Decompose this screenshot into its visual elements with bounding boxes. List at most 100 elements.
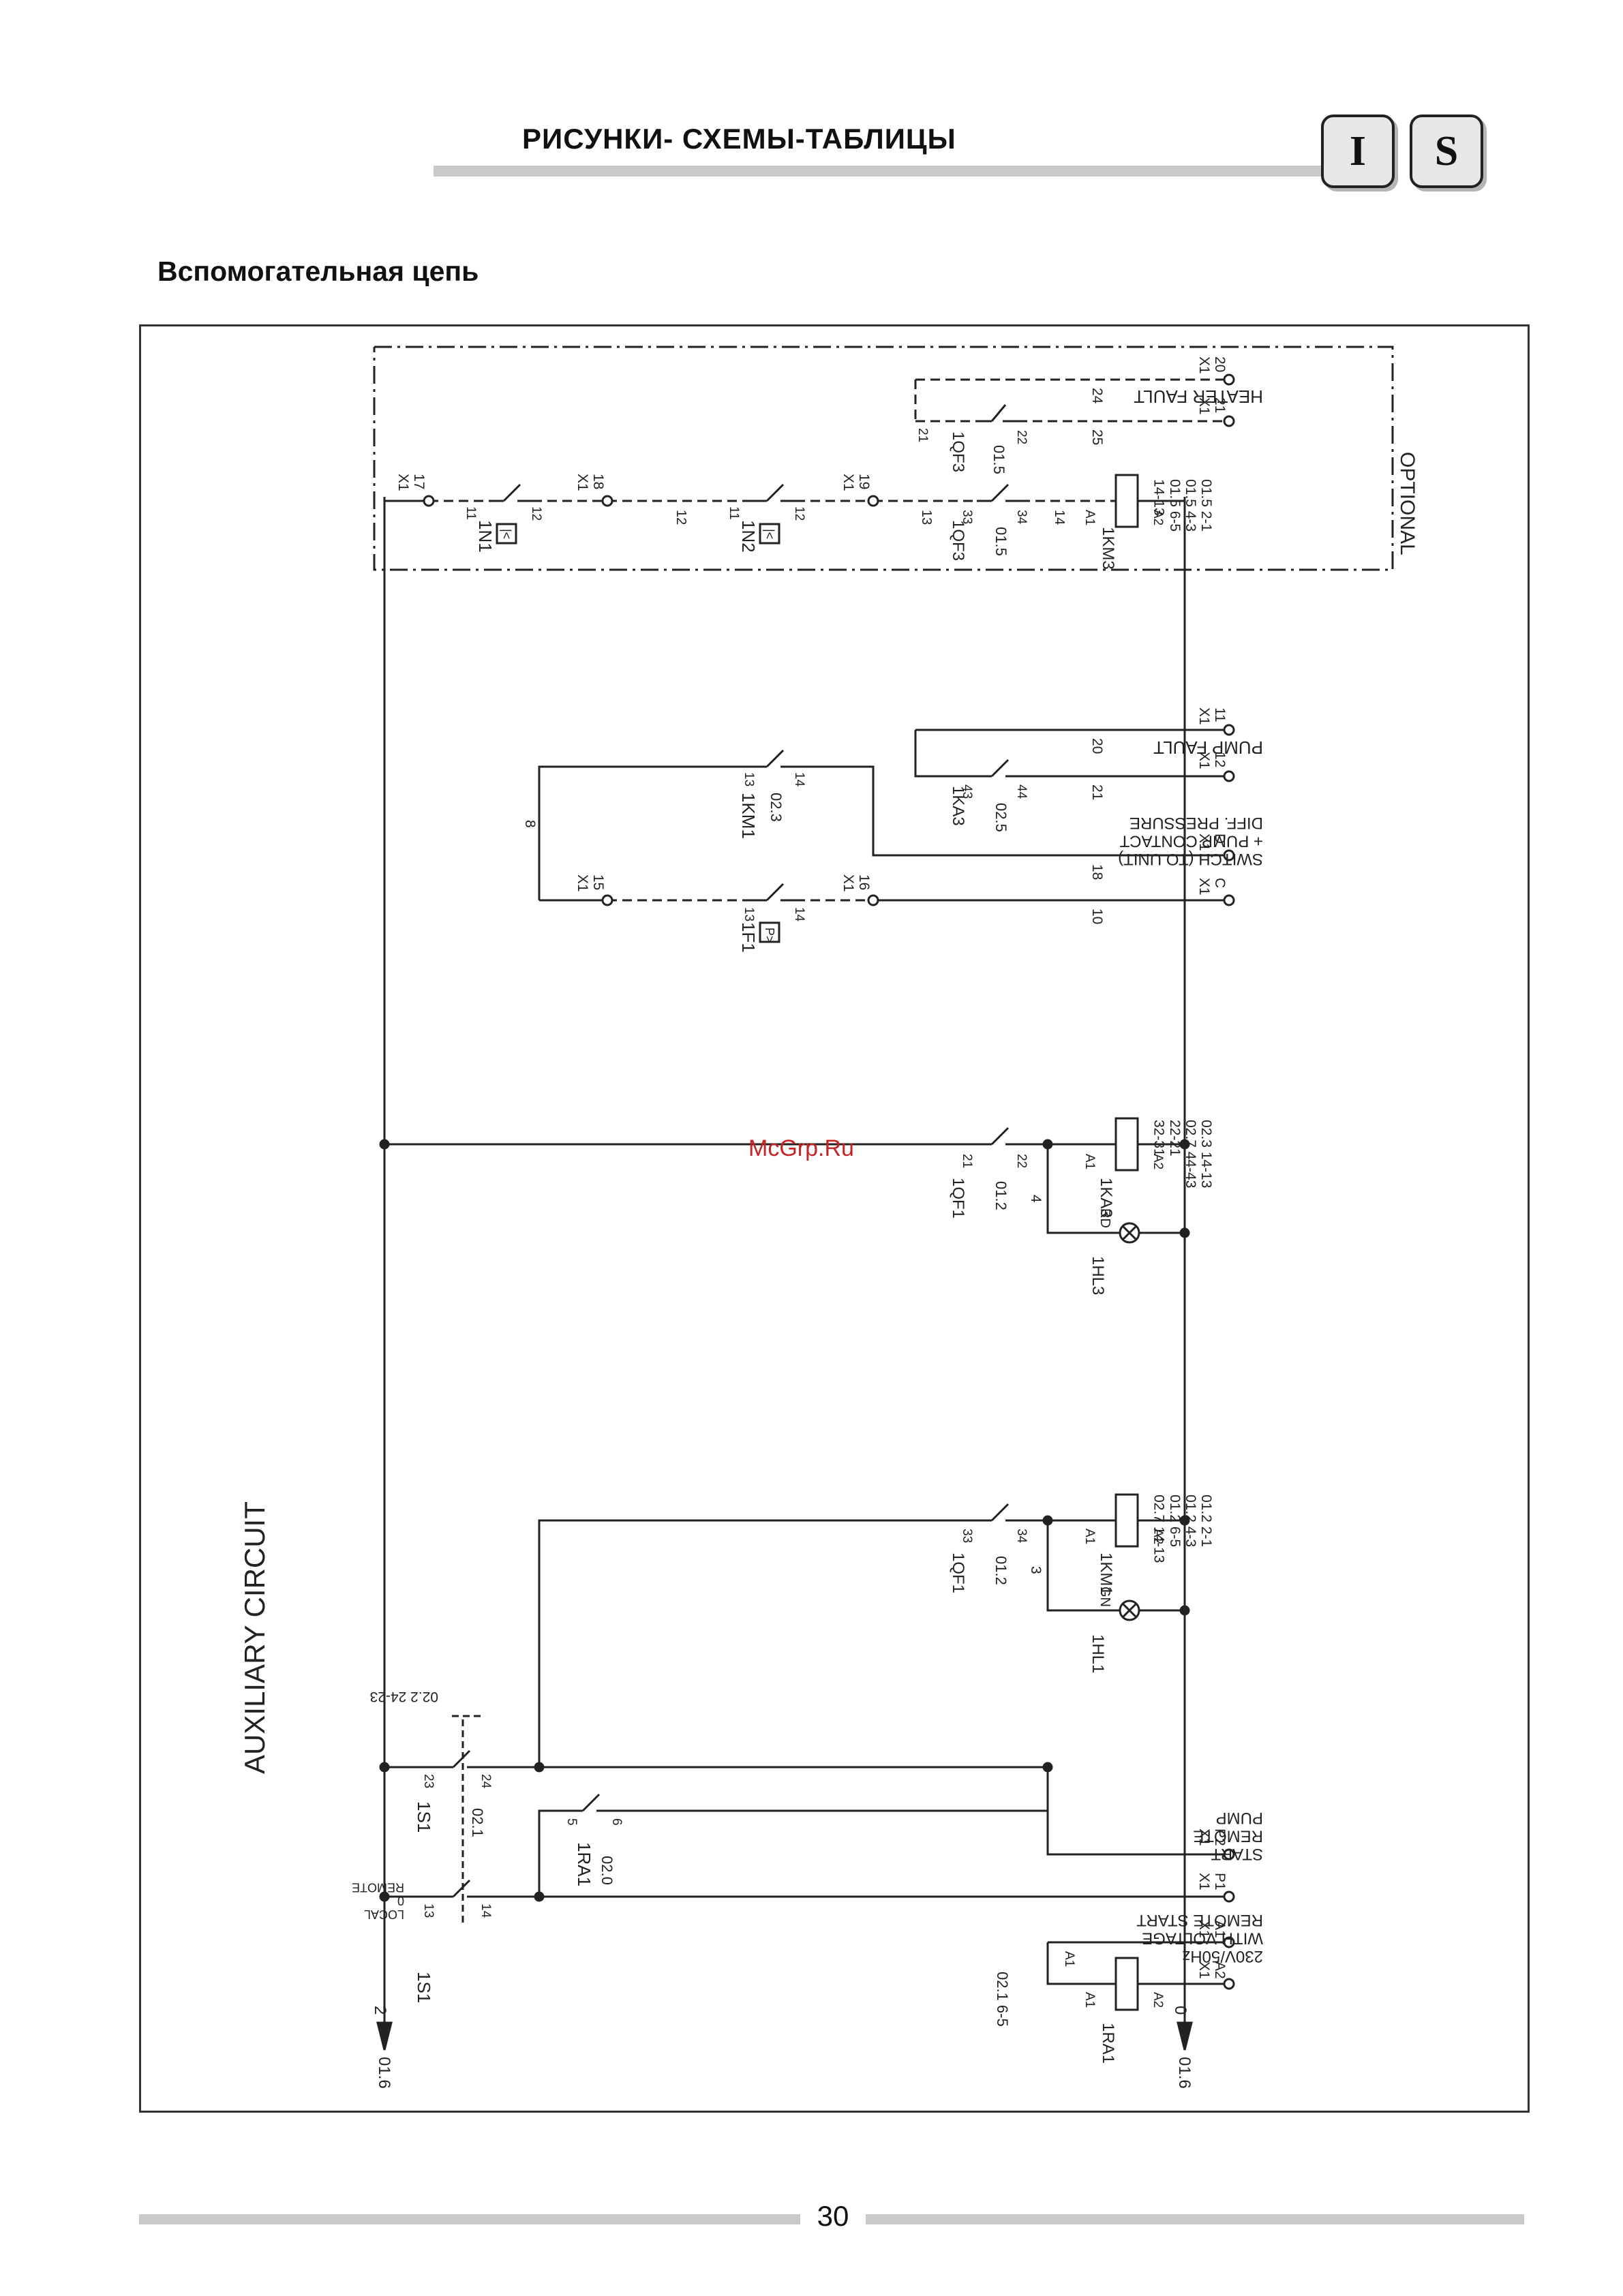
wire (538, 1519, 977, 1767)
sensor-glyph: |< (763, 529, 776, 539)
page-number: 30 (817, 2200, 849, 2232)
terminal-label: P1X1 (1196, 1873, 1228, 1891)
terminal-circle (867, 495, 879, 507)
terminal-label: 17X1 (395, 474, 427, 491)
1N2-contact (765, 483, 785, 502)
thermal-sensor-icon (759, 921, 780, 943)
wire-label: 12 (673, 510, 688, 525)
pin-label: 11 (464, 506, 478, 520)
relay-coil-1RA1 (1114, 1957, 1139, 2011)
lamp-cross (1121, 1225, 1138, 1241)
wire-label: 21 (1089, 784, 1105, 800)
sheet-ref: 02.5 (992, 803, 1010, 832)
terminal-circle (601, 894, 613, 906)
pin-label: 24 (479, 1774, 493, 1789)
wire-label: 4 (1028, 1195, 1044, 1203)
junction-dot (1042, 1762, 1053, 1773)
terminal-label: 12X1 (1196, 752, 1228, 769)
sheet-ref: 01.5 (992, 527, 1010, 556)
terminal-circle (1223, 1936, 1235, 1948)
terminal-label: 16X1 (840, 874, 872, 892)
signal-pump-contact-switch: SWITCH (TO UNIT)+ PUMP CONTACTDIFF. PRES… (1118, 814, 1263, 868)
pin-label: 23 (421, 1774, 436, 1788)
terminal-circle (423, 495, 435, 507)
footer-rule-left (139, 2214, 800, 2224)
pin-label: A1 (1082, 510, 1097, 525)
contact-xref: 01.5 2-101.5 4-301.5 6-514-13 (1151, 479, 1214, 532)
contact-xref: 02.2 24-23 (370, 1689, 438, 1704)
pin-label: 5 (564, 1818, 579, 1826)
pin-label: 34 (1014, 1529, 1029, 1544)
pin-label: 22 (1014, 1154, 1029, 1168)
component-ref: 1KA3 (1097, 1178, 1115, 1218)
component-ref: 1S1 (414, 1972, 434, 2003)
junction-dot (1179, 1227, 1190, 1238)
component-ref: 1N2 (738, 520, 759, 553)
pin-label: 22 (1014, 430, 1029, 444)
terminal-label: 11X1 (1196, 707, 1228, 725)
1KM1-aux-contact (765, 749, 785, 768)
wire-label: 18 (1089, 864, 1105, 880)
terminal-label: 15X1 (575, 874, 606, 892)
1RA1-contact (581, 1793, 601, 1812)
wire (795, 765, 1229, 857)
pin-label: A1 (1082, 1154, 1097, 1169)
terminal-circle (1223, 1848, 1235, 1861)
lamp-cross (1121, 1602, 1138, 1619)
diagram-title: AUXILIARY CIRCUIT (239, 1501, 271, 1774)
footer-rule-right (866, 2214, 1524, 2224)
pin-label: 33 (960, 510, 974, 524)
wire-label: 20 (1089, 738, 1105, 754)
section-badge-s[interactable]: S (1410, 114, 1483, 188)
wire-label: 25 (1089, 429, 1105, 445)
component-ref: 1KM1 (1097, 1552, 1115, 1595)
pin-label: 43 (960, 784, 974, 799)
contact-xref: 02.3 14-1302.7 44-4322-2132-31 (1151, 1120, 1214, 1188)
component-ref: 1HL1 (1089, 1634, 1107, 1673)
sheet-ref: 01.2 (992, 1556, 1010, 1585)
component-ref: 1QF3 (949, 431, 967, 472)
terminal-label: 18X1 (575, 474, 606, 491)
junction-dot (379, 1891, 390, 1902)
wire (914, 730, 977, 778)
pin-label: A2 (1151, 1154, 1165, 1169)
section-title: Вспомогательная цепь (157, 256, 479, 287)
pin-label: 34 (1014, 510, 1029, 525)
component-ref: 1KA3 (949, 786, 967, 826)
terminal-label: A1X1 (1196, 1920, 1228, 1938)
pin-label: 13 (421, 1903, 436, 1918)
sheet-ref: 02.1 (469, 1808, 486, 1837)
watermark: McGrp.Ru (748, 1135, 854, 1161)
terminal-label: CX1 (1196, 878, 1228, 896)
component-ref: 1RA1 (574, 1842, 594, 1886)
pin-label: 14 (479, 1903, 493, 1918)
pin-label: 14 (792, 772, 806, 787)
pin-label: 33 (960, 1529, 974, 1543)
terminal-circle (1223, 724, 1235, 736)
component-ref: 1QF1 (949, 1178, 967, 1219)
junction-dot (1042, 1515, 1053, 1526)
pin-label: A2 (1151, 510, 1165, 525)
sheet-ref: 01.5 (990, 445, 1007, 474)
lamp-color: GN (1097, 1587, 1112, 1607)
1QF3-main-contact (990, 483, 1010, 502)
wire-label: 13 (919, 510, 934, 525)
section-badge-i[interactable]: I (1321, 114, 1395, 188)
sheet-ref: 02.3 (768, 793, 785, 822)
component-ref: 1HL3 (1089, 1256, 1107, 1295)
component-ref: 1KM1 (738, 793, 759, 839)
wire (538, 1809, 568, 1897)
header-rule (434, 166, 1326, 177)
1S1-a-contact (452, 1879, 471, 1898)
1S1-b-contact (452, 1749, 471, 1769)
wire (1046, 1520, 1120, 1612)
pin-label: A1 (1082, 1529, 1097, 1544)
contact-xref: 01.2 2-101.2 4-301.2 6-502.7 14-13 (1151, 1495, 1214, 1563)
pin-label: 13 (742, 772, 756, 786)
terminal-circle (1223, 1891, 1235, 1903)
pin-label: 12 (792, 506, 806, 521)
pin-label: 14 (792, 907, 806, 922)
junction-dot (1179, 1605, 1190, 1616)
